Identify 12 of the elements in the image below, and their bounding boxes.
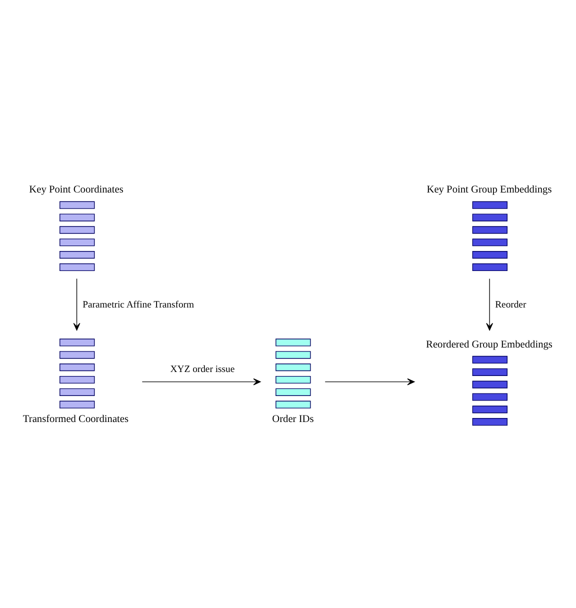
edge-label: XYZ order issue [170,363,235,374]
edge-label: Parametric Affine Transform [82,298,194,310]
arrow [324,378,415,385]
arrow [486,278,494,330]
node-label: Order IDs [272,413,314,424]
edge-label: Reorder [495,298,526,310]
node-label: Transformed Coordinates [22,413,129,424]
arrow [73,278,80,330]
node-label: Key Point Coordinates [29,184,124,196]
arrow [142,378,261,385]
node-label: Reordered Group Embeddings [426,338,552,350]
node-label: Key Point Group Embeddings [426,184,552,196]
